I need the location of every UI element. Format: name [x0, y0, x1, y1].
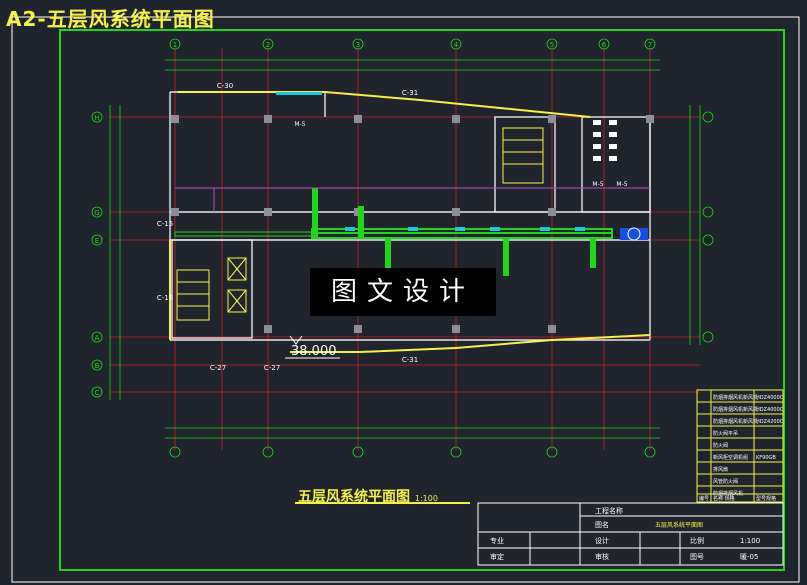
axis-grid — [110, 48, 700, 450]
watermark-banner: 图文设计 — [310, 268, 496, 316]
dimension-lines — [109, 59, 701, 439]
title-block-grid — [477, 502, 784, 566]
pipe-lines — [175, 187, 650, 212]
drawing-scale: 1:100 — [414, 494, 438, 503]
axis-bubbles-top — [91, 38, 714, 458]
exhaust-fan — [620, 227, 648, 241]
elevation-marker — [285, 335, 340, 359]
toilet-fixtures — [593, 120, 617, 161]
main-air-duct — [174, 188, 613, 276]
drawing-title-text: 五层风系统平面图 — [298, 489, 410, 505]
outer-frame — [11, 16, 800, 583]
inner-frame — [59, 29, 785, 571]
stair-core — [176, 127, 544, 321]
sheet-title: A2-五层风系统平面图 — [6, 7, 215, 31]
elevation-label: 38.000 — [291, 344, 337, 359]
legend-table-grid — [696, 389, 784, 503]
air-diffusers — [276, 92, 585, 231]
drawing-title: 五层风系统平面图 1:100 — [298, 486, 438, 506]
